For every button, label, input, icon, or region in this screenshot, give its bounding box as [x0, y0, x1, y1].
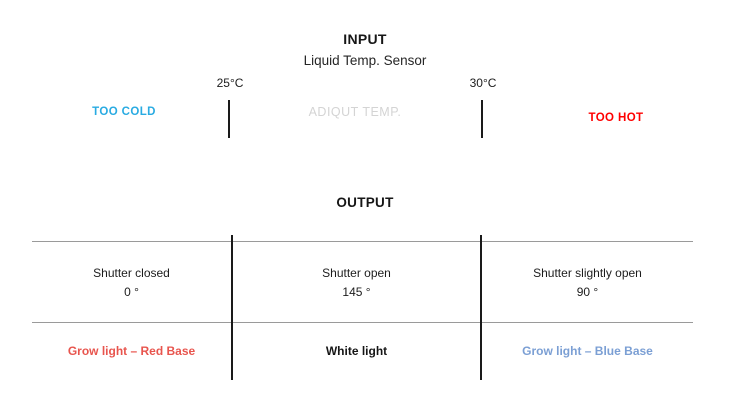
light-label-cold: Grow light – Red Base — [67, 344, 196, 358]
output-column-rule-left — [231, 235, 233, 380]
input-section: INPUT Liquid Temp. Sensor 25°C 30°C TOO … — [0, 0, 730, 180]
threshold-tick-high — [481, 100, 483, 138]
shutter-angle-cold: 0 ° — [124, 285, 139, 299]
temperature-label-high: 30°C — [469, 76, 497, 90]
output-divider-top — [32, 241, 693, 242]
light-cell-cold: Grow light – Red Base — [32, 342, 231, 361]
output-column-rule-right — [480, 235, 482, 380]
shutter-state-hot: Shutter slightly open — [533, 266, 642, 280]
light-label-adequate: White light — [325, 344, 388, 358]
light-cell-hot: Grow light – Blue Base — [482, 342, 693, 361]
too-hot-label: TOO HOT — [588, 112, 644, 124]
input-subtitle: Liquid Temp. Sensor — [303, 53, 427, 68]
light-cell-adequate: White light — [233, 342, 480, 361]
input-title: INPUT — [343, 31, 387, 47]
shutter-cell-cold: Shutter closed 0 ° — [32, 264, 231, 302]
shutter-angle-adequate: 145 ° — [342, 285, 371, 299]
adequate-temp-label: ADIQUT TEMP. — [308, 105, 402, 119]
output-divider-middle — [32, 322, 693, 323]
shutter-cell-hot: Shutter slightly open 90 ° — [482, 264, 693, 302]
shutter-state-adequate: Shutter open — [322, 266, 391, 280]
shutter-state-cold: Shutter closed — [93, 266, 170, 280]
shutter-cell-adequate: Shutter open 145 ° — [233, 264, 480, 302]
light-label-hot: Grow light – Blue Base — [522, 344, 653, 358]
too-cold-label: TOO COLD — [92, 106, 156, 118]
threshold-tick-low — [228, 100, 230, 138]
shutter-angle-hot: 90 ° — [576, 285, 599, 299]
output-title: OUTPUT — [336, 195, 394, 210]
temperature-label-low: 25°C — [216, 76, 244, 90]
